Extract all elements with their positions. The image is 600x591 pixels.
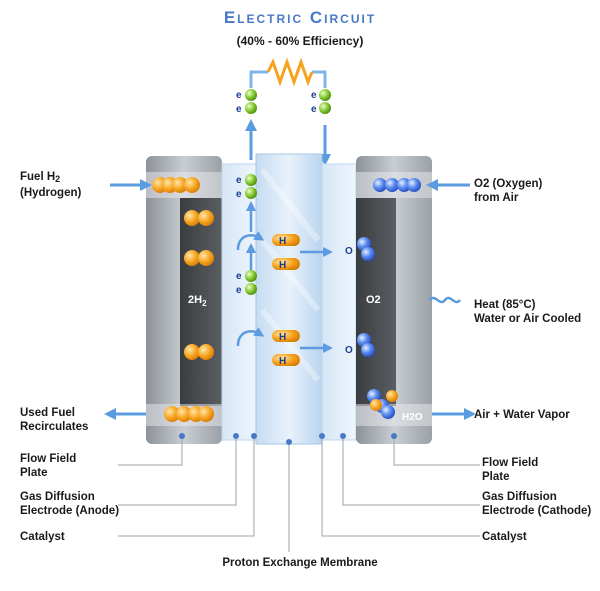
heat-label: Heat (85°C)Water or Air Cooled: [474, 299, 582, 325]
air-water-vapor-label: Air + Water Vapor: [474, 409, 570, 421]
electron-labels: e e e e e e e e: [236, 90, 317, 296]
svg-text:H: H: [279, 332, 286, 343]
svg-text:e: e: [236, 271, 242, 282]
cathode-catalyst-label: Catalyst: [482, 531, 527, 543]
oxygen-labels: O O: [345, 246, 353, 356]
leader-dots: [179, 433, 397, 445]
svg-text:e: e: [236, 90, 242, 101]
diagram-subtitle: (40% - 60% Efficiency): [236, 34, 364, 48]
proton-flow-arrows: [236, 201, 333, 353]
membrane-label: Proton Exchange Membrane: [222, 557, 378, 569]
cathode-gas-diffusion-electrode: [321, 163, 357, 441]
cathode-chamber-label: O2: [366, 294, 381, 306]
heat-wave-icon: [428, 296, 462, 304]
leader-lines: [118, 436, 480, 552]
cathode-gas-channel: [356, 198, 396, 406]
svg-text:O: O: [345, 246, 353, 257]
fuel-input-label: Fuel H2 (Hydrogen): [20, 171, 82, 199]
electron-particles: [245, 89, 331, 295]
proton-particles: [272, 234, 300, 366]
anode-gas-channel: [180, 198, 222, 406]
anode-chamber-label: 2H2: [188, 294, 207, 308]
proton-labels: H H H H: [279, 236, 286, 367]
water-molecule: [370, 390, 398, 419]
svg-text:e: e: [236, 285, 242, 296]
svg-text:e: e: [236, 104, 242, 115]
svg-text:e: e: [311, 90, 317, 101]
water-label: H2O: [402, 412, 423, 423]
svg-text:H: H: [279, 356, 286, 367]
circuit-wire: [249, 70, 327, 88]
diagram-title: Electric Circuit: [223, 8, 377, 27]
resistor-icon: [266, 57, 314, 87]
svg-text:O: O: [345, 345, 353, 356]
svg-text:e: e: [236, 175, 242, 186]
svg-text:H: H: [279, 236, 286, 247]
external-flow-arrows: [104, 179, 476, 420]
hydrogen-molecules: [152, 177, 214, 422]
svg-text:e: e: [311, 104, 317, 115]
oxygen-input-label: O2 (Oxygen)from Air: [474, 178, 543, 204]
anode-catalyst-label: Catalyst: [20, 531, 65, 543]
svg-text:e: e: [236, 189, 242, 200]
anode-gas-diffusion-electrode: [221, 163, 257, 441]
svg-text:H: H: [279, 260, 286, 271]
